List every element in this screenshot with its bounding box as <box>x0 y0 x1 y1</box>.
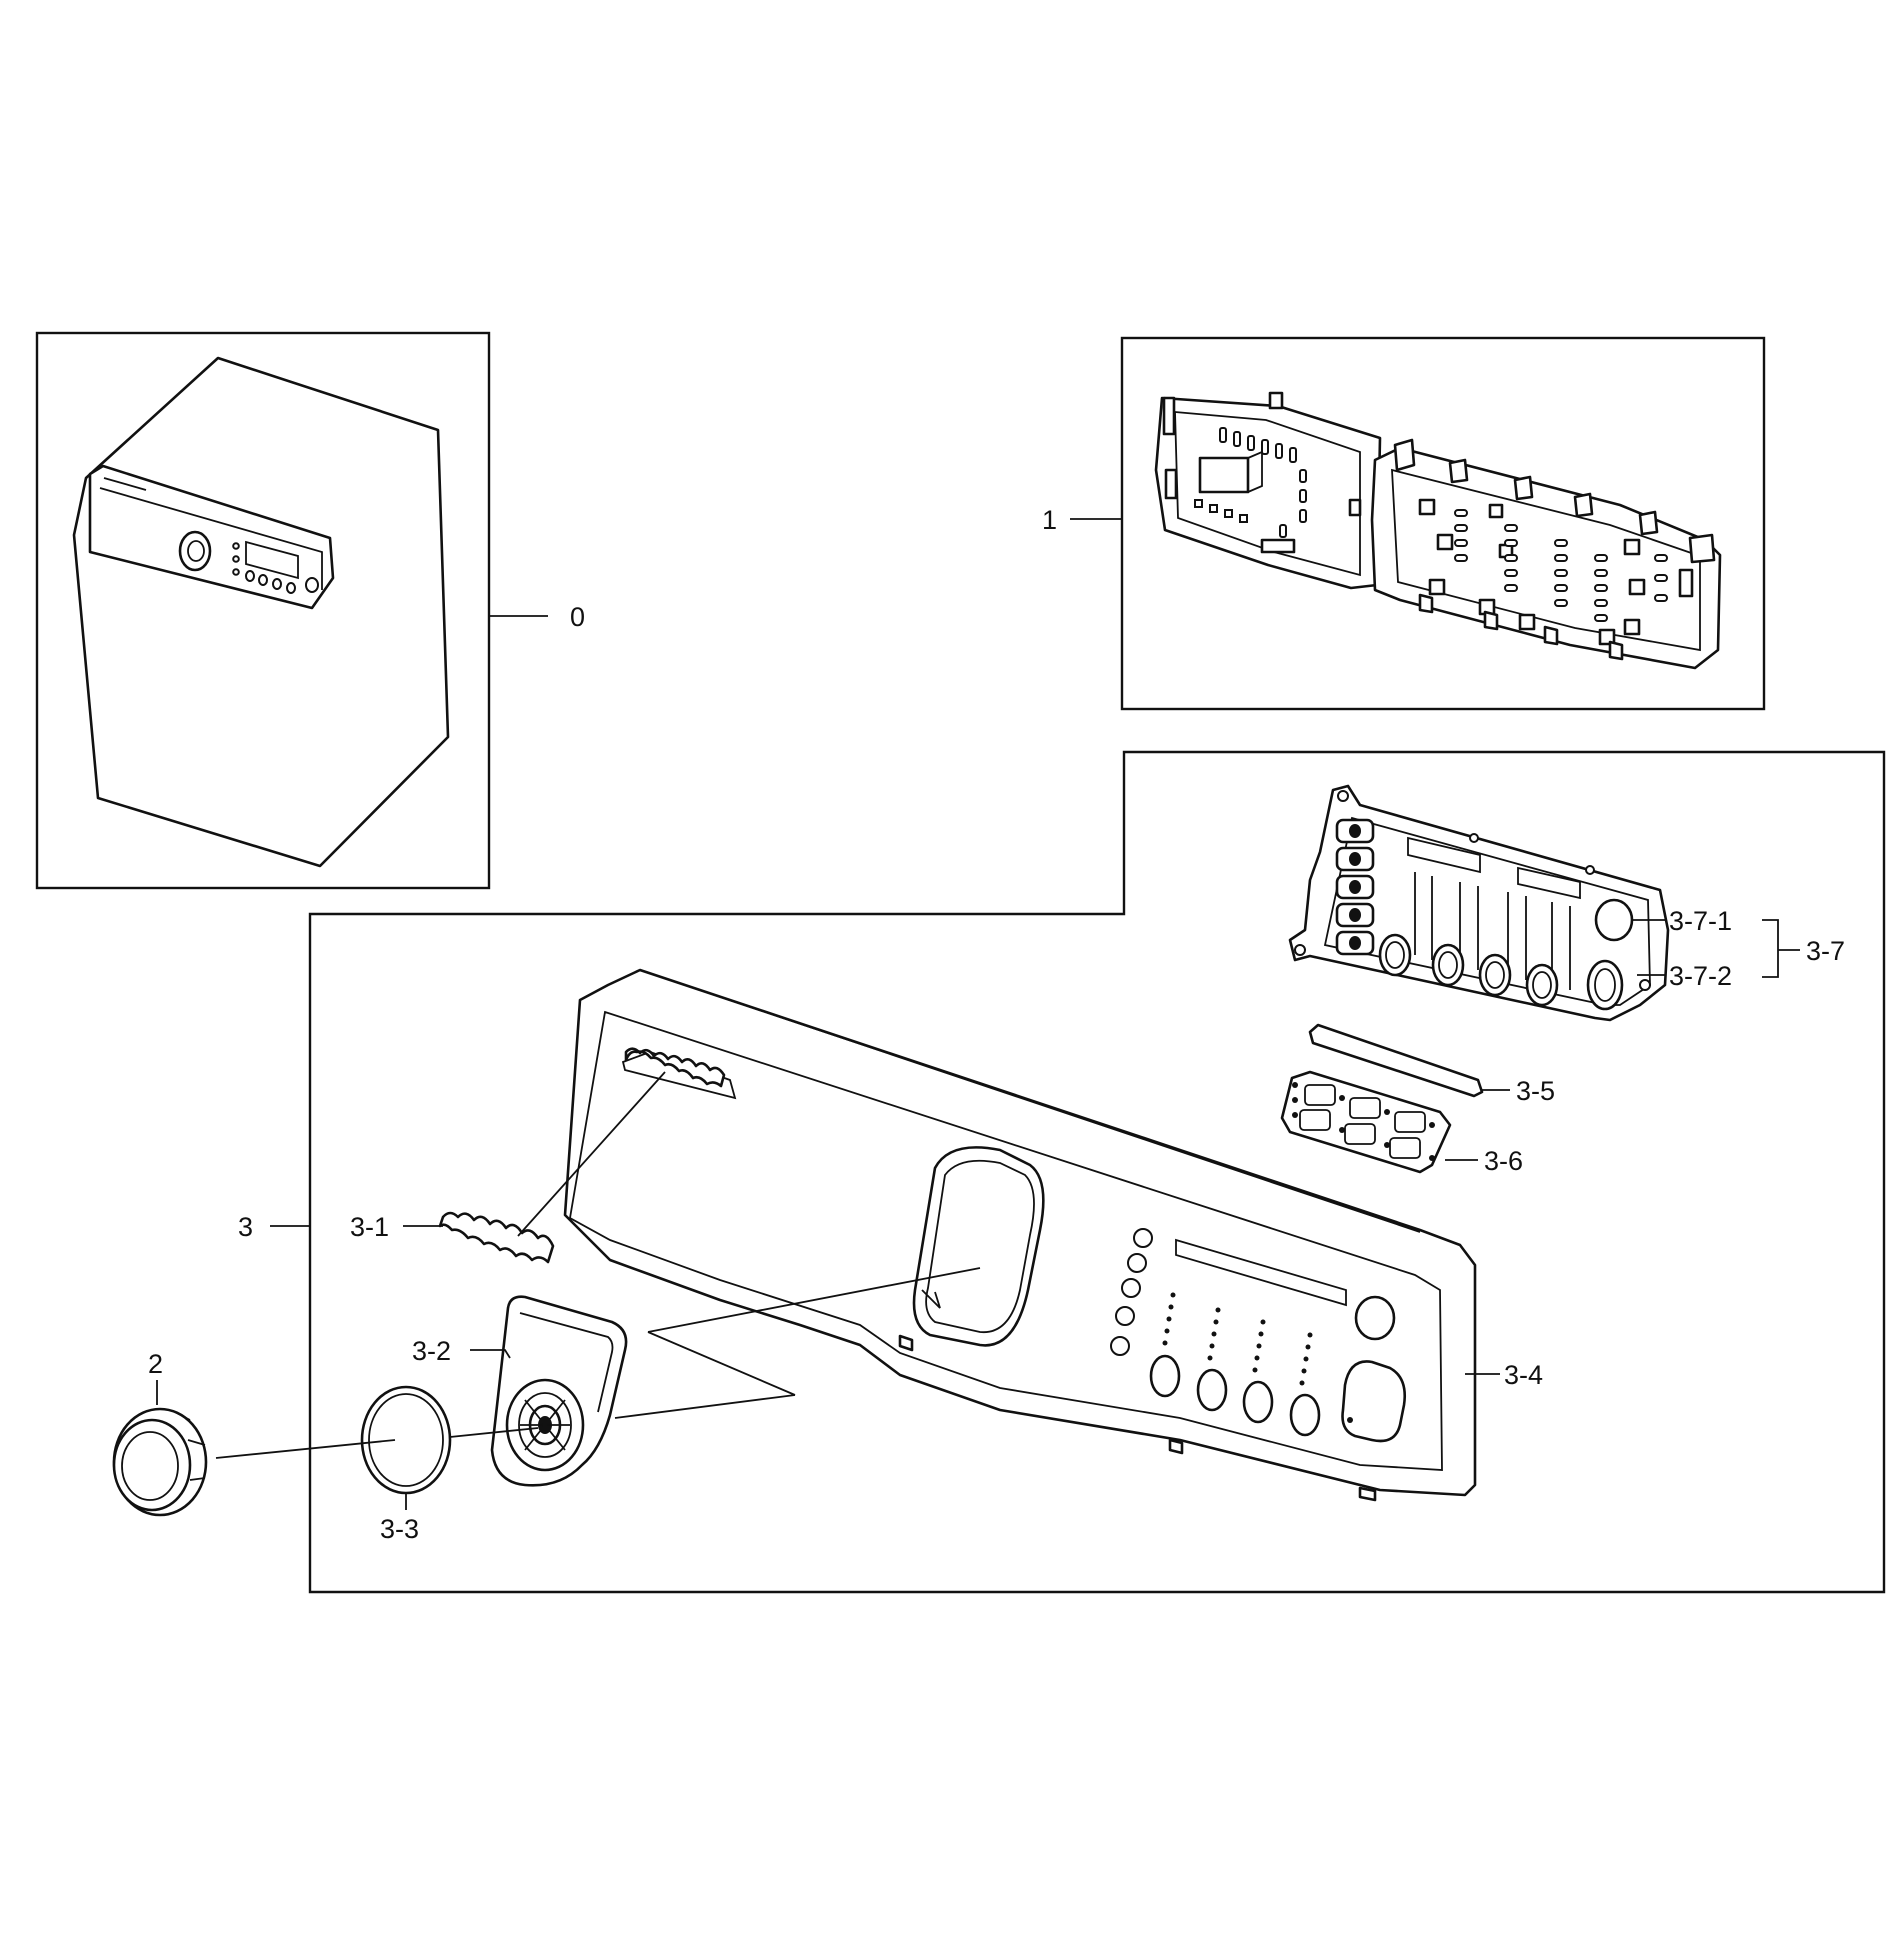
callout-3-1: 3-1 <box>350 1212 389 1242</box>
panel-oval-buttons <box>1149 1295 1406 1443</box>
part-3-7-1-button <box>1594 898 1634 942</box>
callout-2: 2 <box>148 1349 163 1379</box>
part-3-1-gasket-strip <box>403 1047 726 1264</box>
callout-3-4: 3-4 <box>1504 1360 1543 1390</box>
pcb-pins-left <box>1194 427 1307 538</box>
callout-labels: 0 1 3 3-1 3-2 2 3-3 3-4 3-5 3-6 3-7-1 3-… <box>148 505 1845 1544</box>
part-3-4-panel-front <box>563 968 1500 1502</box>
callout-3-5: 3-5 <box>1516 1076 1555 1106</box>
part-3-7-2-button <box>1586 959 1624 1011</box>
pcb-pin-rows <box>1454 509 1668 622</box>
part-3-3-ring <box>360 1385 452 1510</box>
panel-led-dots <box>1162 1292 1313 1386</box>
panel-left-buttons <box>1110 1228 1153 1356</box>
part-3-7-sub-pcb <box>1288 784 1800 1022</box>
part-2-knob <box>112 1380 208 1517</box>
callout-1: 1 <box>1042 505 1057 535</box>
frame-panel-3 <box>270 750 1886 1594</box>
part-3-2-knob-housing <box>470 1295 628 1487</box>
part-3-5-window-strip <box>1308 1023 1510 1098</box>
pcb-board <box>1154 391 1722 670</box>
callout-3-2: 3-2 <box>412 1336 451 1366</box>
callout-3-7-2: 3-7-2 <box>1669 961 1732 991</box>
part-3-6-button-membrane <box>1280 1070 1478 1174</box>
callout-0: 0 <box>570 602 585 632</box>
callout-3-3: 3-3 <box>380 1514 419 1544</box>
sub-pcb-round-buttons <box>1378 933 1559 1007</box>
washer-cabinet <box>72 356 450 868</box>
membrane-cells <box>1292 1082 1435 1161</box>
frame-pcb-1 <box>1070 336 1766 711</box>
callout-3-6: 3-6 <box>1484 1146 1523 1176</box>
connection-lines <box>215 1267 981 1459</box>
sub-pcb-side-buttons <box>1335 818 1375 956</box>
callout-3-7: 3-7 <box>1806 936 1845 966</box>
pcb-components-right <box>1418 498 1694 646</box>
frame-assembly-0 <box>35 331 548 890</box>
callout-3-7-1: 3-7-1 <box>1669 906 1732 936</box>
callout-3: 3 <box>238 1212 253 1242</box>
